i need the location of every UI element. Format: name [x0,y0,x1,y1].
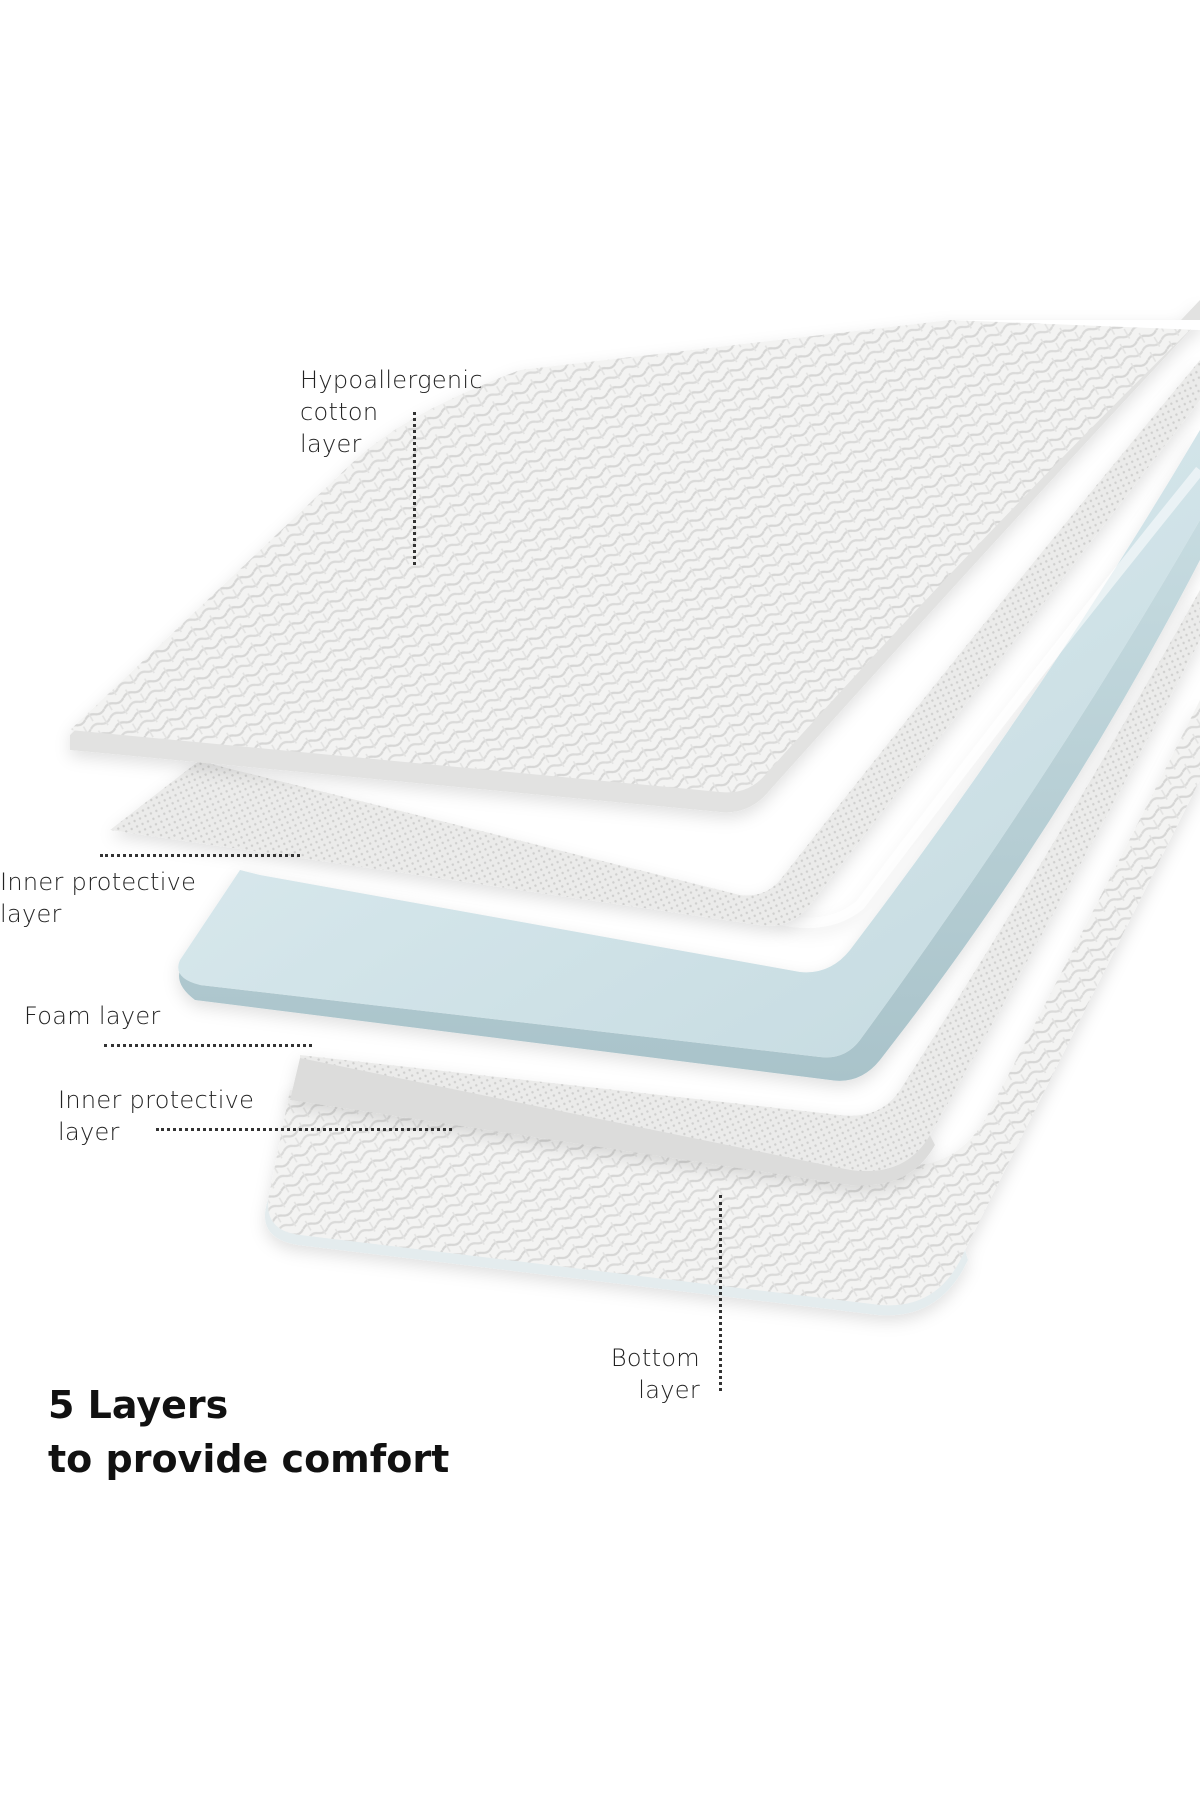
inner-protective-layer-1-shape [110,360,1200,926]
headline-line: to provide comfort [48,1437,450,1481]
leader-inner-protective-2 [156,1128,452,1131]
headline: 5 Layers to provide comfort [48,1378,449,1486]
bottom-layer-shape [264,700,1200,1316]
label-line: layer [300,430,362,458]
leader-foam-layer [104,1044,312,1047]
label-hypoallergenic-cotton-layer: Hypoallergenic cotton layer [300,364,483,460]
leader-inner-protective-1 [100,854,300,857]
leader-bottom-layer [719,1195,722,1391]
label-line: layer [0,900,62,928]
inner-protective-layer-2-shape [290,590,1200,1186]
headline-line: 5 Layers [48,1383,229,1427]
label-line: cotton [300,398,379,426]
label-line: layer [58,1118,120,1146]
label-foam-layer: Foam layer [24,1000,161,1032]
label-line: layer [638,1376,700,1404]
label-inner-protective-layer-2: Inner protective layer [58,1084,254,1148]
foam-layer-shape [178,430,1200,1081]
label-line: Inner protective [58,1086,255,1114]
label-line: Hypoallergenic [300,366,483,394]
label-line: Bottom [610,1344,700,1372]
leader-top-layer [413,412,416,565]
label-inner-protective-layer-1: Inner protective layer [0,866,196,930]
label-line: Foam layer [24,1002,161,1030]
label-line: Inner protective [0,868,197,896]
label-bottom-layer: Bottom layer [598,1342,700,1406]
top-cotton-layer-shape [70,300,1200,813]
